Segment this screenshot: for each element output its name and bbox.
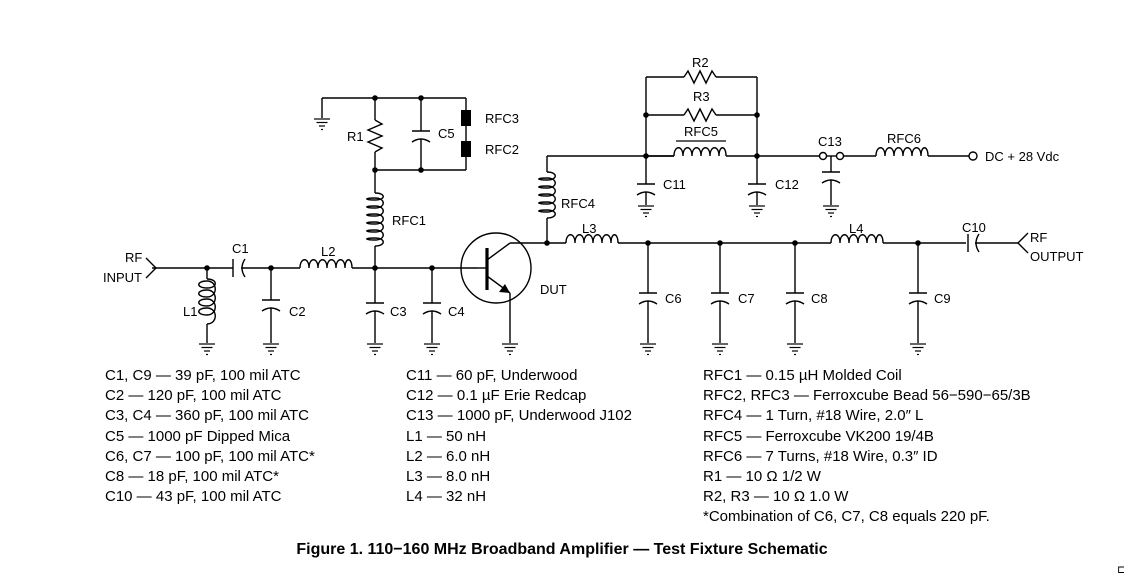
resistor-R1 xyxy=(366,98,384,170)
parts-list-item: L2 — 6.0 nH xyxy=(406,447,491,465)
parts-list-item: C1, C9 — 39 pF, 100 mil ATC xyxy=(105,367,301,384)
label-dc-supply: DC + 28 Vdc xyxy=(985,149,1060,164)
parts-list-item: L3 — 8.0 nH xyxy=(406,468,491,486)
parts-list-item: C2 — 120 pF, 100 mil ATC xyxy=(105,387,282,405)
rf-input-label-line2: INPUT xyxy=(103,270,142,285)
parts-list-item: C12 — 0.1 µF Erie Redcap xyxy=(406,387,587,405)
label-C12: C12 xyxy=(775,177,799,192)
ferrite-beads-RFC3-RFC2 xyxy=(461,98,471,170)
capacitor-C6 xyxy=(638,243,658,356)
label-C1: C1 xyxy=(232,241,249,256)
parts-list-item: C13 — 1000 pF, Underwood J102 xyxy=(406,407,632,425)
capacitor-C9 xyxy=(908,243,928,356)
inductor-L2 xyxy=(299,259,478,269)
capacitor-C8 xyxy=(785,243,805,356)
label-L3: L3 xyxy=(582,221,596,236)
rf-output-label-line2: OUTPUT xyxy=(1030,249,1084,264)
capacitor-C1 xyxy=(232,258,300,278)
capacitor-C11 xyxy=(636,156,656,218)
junction-dots-input xyxy=(204,95,435,271)
label-C2: C2 xyxy=(289,304,306,319)
label-C7: C7 xyxy=(738,291,755,306)
parts-list-item: R1 — 10 Ω 1/2 W xyxy=(703,468,821,486)
label-L4: L4 xyxy=(849,221,863,236)
label-RFC6: RFC6 xyxy=(887,131,921,146)
parts-list-item: C3, C4 — 360 pF, 100 mil ATC xyxy=(105,407,309,425)
label-C4: C4 xyxy=(448,304,465,319)
choke-RFC1 xyxy=(366,170,384,268)
choke-RFC4 xyxy=(538,155,674,243)
inductor-L4 xyxy=(830,234,966,244)
rf-input-port xyxy=(145,257,233,279)
label-C13: C13 xyxy=(818,134,842,149)
capacitor-C2 xyxy=(261,268,281,356)
parts-list-item: C11 — 60 pF, Underwood xyxy=(406,367,578,384)
label-C10: C10 xyxy=(962,220,986,235)
edge-mark: ⊏ xyxy=(1117,564,1124,576)
label-RFC4: RFC4 xyxy=(561,196,595,211)
rf-output-port xyxy=(1017,232,1029,254)
capacitor-C12 xyxy=(747,156,767,218)
parts-list-item: C5 — 1000 pF Dipped Mica xyxy=(105,427,291,445)
label-R1: R1 xyxy=(347,129,364,144)
label-RFC3: RFC3 xyxy=(485,111,519,126)
rf-input-label-line1: RF xyxy=(125,250,142,265)
label-R2: R2 xyxy=(692,55,709,70)
parts-list-item: RFC5 — Ferroxcube VK200 19/4B xyxy=(703,427,934,445)
rf-output-label-line1: RF xyxy=(1030,230,1047,245)
capacitor-C10 xyxy=(967,233,1018,253)
parts-list-item: C10 — 43 pF, 100 mil ATC xyxy=(105,488,282,506)
inductor-L1 xyxy=(198,268,216,356)
parts-list-item: RFC4 — 1 Turn, #18 Wire, 2.0″ L xyxy=(703,407,924,425)
parts-list-capacitors: C1, C9 — 39 pF, 100 mil ATC C2 — 120 pF, … xyxy=(105,366,315,507)
capacitor-C7 xyxy=(710,243,730,356)
label-RFC2: RFC2 xyxy=(485,142,519,157)
parts-list-item: C6, C7 — 100 pF, 100 mil ATC* xyxy=(105,447,315,465)
parts-list-item: RFC2, RFC3 — Ferroxcube Bead 56−590−65/3… xyxy=(703,387,1031,405)
feedthrough-C13 xyxy=(818,151,845,218)
capacitor-C3 xyxy=(365,268,385,356)
label-RFC5: RFC5 xyxy=(684,124,718,139)
parts-list-item: R2, R3 — 10 Ω 1.0 W xyxy=(703,488,849,506)
resistor-R3 xyxy=(646,107,757,123)
label-R3: R3 xyxy=(693,89,710,104)
label-C9: C9 xyxy=(934,291,951,306)
resistor-R2-body xyxy=(683,69,717,85)
label-L1: L1 xyxy=(183,304,197,319)
figure-caption: Figure 1. 110−160 MHz Broadband Amplifie… xyxy=(296,541,828,558)
choke-RFC5 xyxy=(646,140,820,157)
parts-list-item: RFC6 — 7 Turns, #18 Wire, 0.3″ ID xyxy=(703,447,938,465)
junction-dots-output xyxy=(544,240,921,246)
label-C5: C5 xyxy=(438,126,455,141)
label-DUT: DUT xyxy=(540,282,567,297)
capacitor-C4 xyxy=(422,268,442,356)
parts-list-item: RFC1 — 0.15 µH Molded Coil xyxy=(703,367,902,384)
label-RFC1: RFC1 xyxy=(392,213,426,228)
parts-list-item: L1 — 50 nH xyxy=(406,427,487,445)
transistor-DUT xyxy=(460,232,547,356)
choke-RFC6 xyxy=(843,147,969,157)
label-C8: C8 xyxy=(811,291,828,306)
label-C6: C6 xyxy=(665,291,682,306)
parts-list-item: *Combination of C6, C7, C8 equals 220 pF… xyxy=(703,508,990,526)
capacitor-C5 xyxy=(411,98,431,170)
parts-list-item: C8 — 18 pF, 100 mil ATC* xyxy=(105,468,279,486)
label-L2: L2 xyxy=(321,244,335,259)
parts-list-item: L4 — 32 nH xyxy=(406,488,487,506)
dc-supply-terminal xyxy=(968,151,978,161)
junction-dots-supply xyxy=(643,112,760,159)
label-C3: C3 xyxy=(390,304,407,319)
label-C11: C11 xyxy=(663,177,686,192)
